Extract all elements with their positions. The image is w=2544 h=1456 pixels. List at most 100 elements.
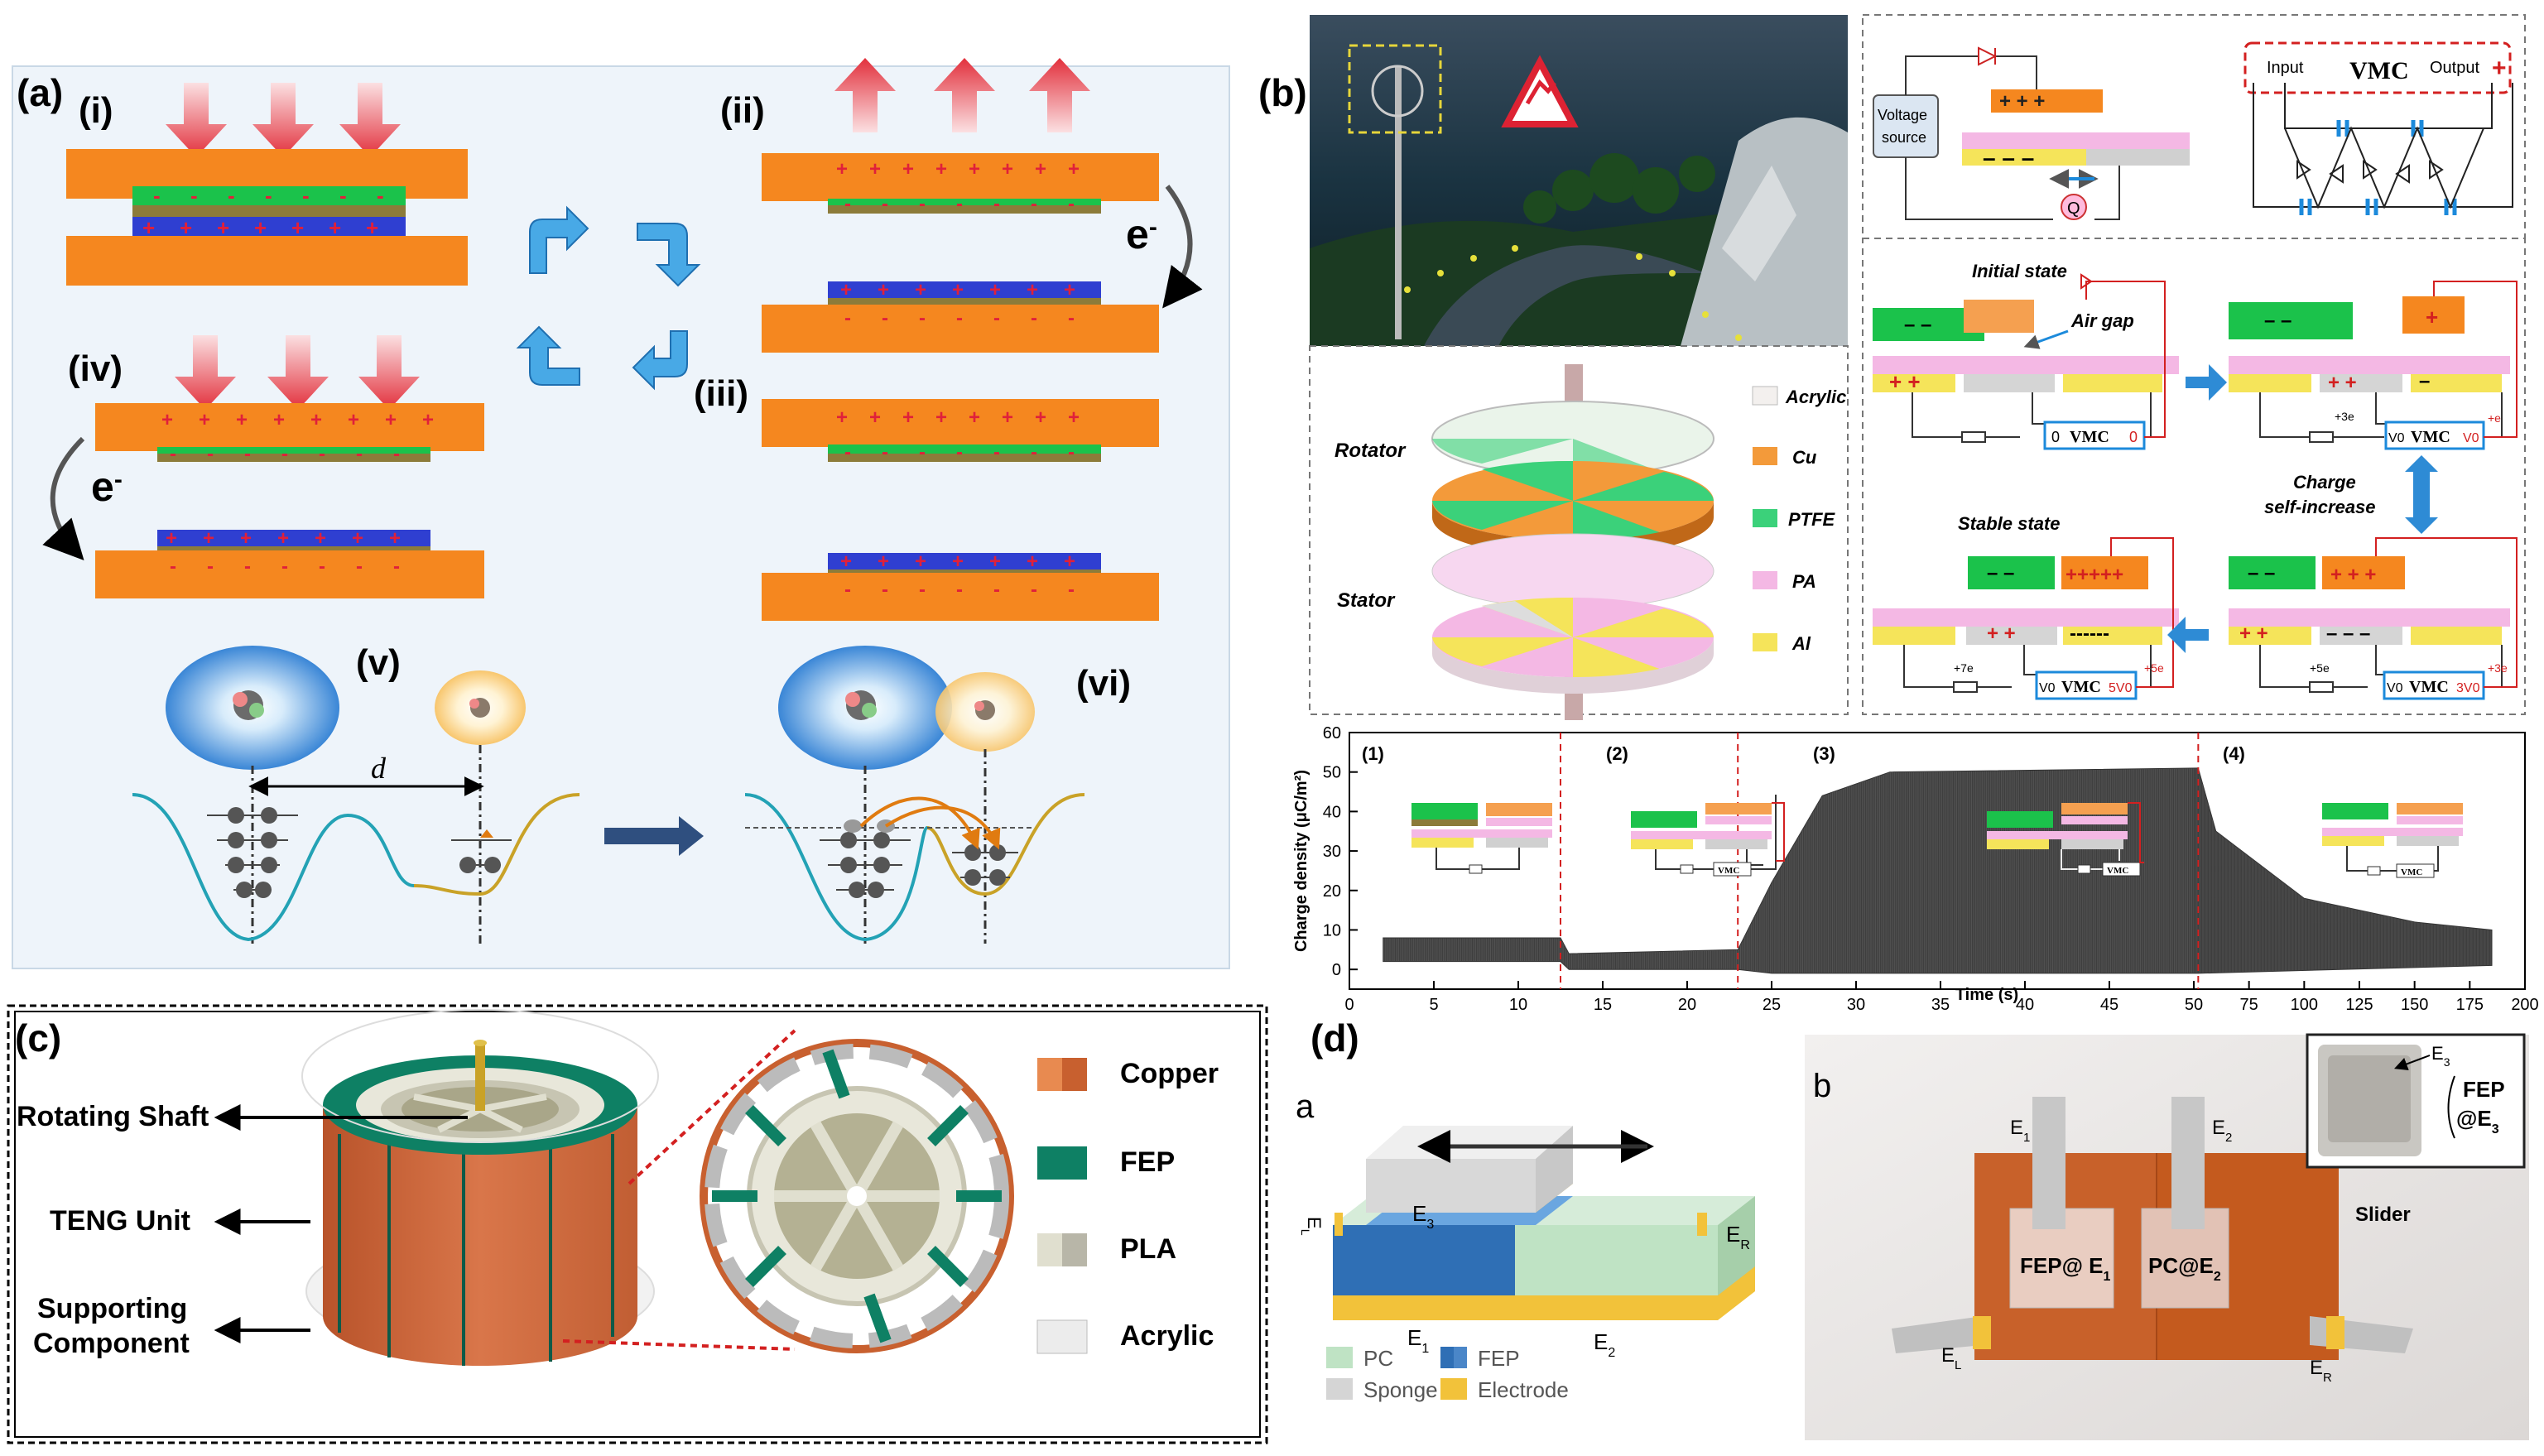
svg-text:+: + (254, 215, 267, 240)
svg-text:+: + (352, 527, 363, 550)
svg-text:+: + (180, 215, 192, 240)
panel-a: (a) (i) ------- +++++++ (12, 58, 1230, 969)
svg-text:+: + (203, 527, 214, 550)
x-tick-label: 125 (2345, 996, 2373, 1014)
svg-text:+: + (989, 550, 1001, 573)
svg-text:+: + (1002, 406, 1013, 429)
svg-text:-: - (882, 441, 888, 464)
step-iv-diagram: ++++++++ ------- +++++++ ------- e- (42, 335, 484, 598)
segment-1-label: (1) (1362, 743, 1384, 764)
state3-plus3e: +3e (2488, 661, 2508, 675)
svg-text:-: - (993, 193, 1000, 215)
svg-text:+: + (1035, 158, 1046, 180)
svg-text:+: + (1068, 158, 1080, 180)
svg-text:+: + (952, 550, 964, 573)
press-arrows-iv (175, 335, 420, 410)
y-tick-label: 60 (1323, 724, 1341, 742)
x-tick-label: 20 (1678, 996, 1696, 1014)
svg-text:+: + (1002, 158, 1013, 180)
svg-text:VMC: VMC (2107, 866, 2128, 876)
x-tick-label: 25 (1763, 996, 1781, 1014)
svg-text:-: - (356, 443, 363, 465)
legend-acrylic: Acrylic (1785, 387, 1846, 407)
svg-text:-: - (393, 555, 400, 578)
svg-text:+++++: +++++ (2065, 564, 2123, 586)
svg-text:+: + (236, 409, 248, 431)
photo-e2-label: E2 (2212, 1117, 2232, 1145)
stable-state-label: Stable state (1958, 513, 2061, 534)
svg-text:+: + (385, 409, 397, 431)
legend-acrylic-c: Acrylic (1120, 1320, 1214, 1352)
svg-text:– –: – – (2248, 562, 2275, 584)
pc-e2-label: PC@E2 (2148, 1253, 2221, 1284)
svg-text:-: - (919, 441, 926, 464)
material-legend-d: PC FEP Sponge Electrode (1326, 1346, 1569, 1402)
svg-text:-: - (993, 579, 1000, 601)
svg-text:+: + (836, 158, 848, 180)
svg-text:+: + (952, 279, 964, 301)
panel-c-label: (c) (15, 1016, 61, 1060)
rotator-label: Rotator (1335, 440, 1407, 462)
panel-b-label: (b) (1258, 71, 1307, 114)
svg-text:–: – (2419, 370, 2430, 392)
svg-text:-: - (844, 579, 851, 601)
svg-text:-: - (377, 183, 384, 208)
svg-text:– –: – – (1987, 562, 2014, 584)
e3-label: E3 (1412, 1201, 1434, 1232)
svg-text:-: - (190, 183, 198, 208)
release-arrows-ii (834, 58, 1090, 132)
segment-insets: VMC VMC VMC (1411, 795, 2463, 878)
svg-text:+: + (348, 409, 359, 431)
vmc-circuit: Input VMC Output + (2243, 41, 2513, 215)
svg-text:-: - (1068, 579, 1075, 601)
x-tick-label: 5 (1429, 996, 1438, 1014)
step-i-diagram: ------- +++++++ (66, 83, 468, 286)
svg-text:-: - (956, 193, 963, 215)
svg-text:+ + +: + + + (2330, 564, 2376, 586)
legend-cu: Cu (1792, 447, 1817, 468)
photo-el-label: EL (1941, 1344, 1961, 1372)
photo-er-label: ER (2310, 1357, 2332, 1385)
svg-text:-: - (882, 307, 888, 329)
step-vi-label: (vi) (1076, 663, 1131, 704)
segment-3-label: (3) (1813, 743, 1835, 764)
svg-text:+: + (389, 527, 401, 550)
svg-text:– –: – – (2264, 310, 2292, 332)
legend-ptfe: PTFE (1788, 509, 1836, 530)
svg-text:+: + (935, 406, 947, 429)
x-tick-label: 45 (2100, 996, 2118, 1014)
vmc-title: VMC (2349, 57, 2409, 84)
legend-pc: PC (1363, 1346, 1393, 1371)
svg-text:+: + (315, 527, 326, 550)
electron-label-ii: e- (1126, 211, 1157, 257)
material-legend-c: Copper FEP PLA Acrylic (1036, 1058, 1219, 1354)
initial-state-label: Initial state (1972, 261, 2067, 281)
y-tick-label: 40 (1323, 803, 1341, 821)
y-tick-label: 0 (1332, 961, 1341, 979)
svg-text:-: - (319, 443, 325, 465)
svg-text:-: - (244, 443, 251, 465)
stable-v5: 5V0 (2109, 681, 2133, 695)
segment-2-label: (2) (1606, 743, 1628, 764)
segment-4-label: (4) (2223, 743, 2245, 764)
svg-text:-: - (993, 307, 1000, 329)
teng-unit-label: TENG Unit (50, 1205, 190, 1237)
svg-text:-: - (844, 193, 851, 215)
svg-text:+: + (869, 158, 881, 180)
svg-text:-: - (993, 441, 1000, 464)
svg-text:-: - (228, 183, 235, 208)
legend-al: Al (1791, 633, 1811, 654)
svg-text:+: + (969, 406, 980, 429)
state3-v3: 3V0 (2456, 681, 2480, 695)
svg-text:+ + +: + + + (1999, 90, 2045, 113)
chart-segment-boundaries (1560, 733, 2200, 989)
distance-label: d (371, 752, 387, 785)
x-tick-label: 50 (2185, 996, 2203, 1014)
svg-text:– – –: – – – (1983, 145, 2034, 171)
y-tick-label: 20 (1323, 882, 1341, 901)
svg-text:+ +: + + (1889, 369, 1921, 394)
svg-text:-: - (1031, 307, 1037, 329)
y-tick-label: 10 (1323, 921, 1341, 939)
svg-text:-: - (1068, 307, 1075, 329)
svg-text:+: + (969, 158, 980, 180)
